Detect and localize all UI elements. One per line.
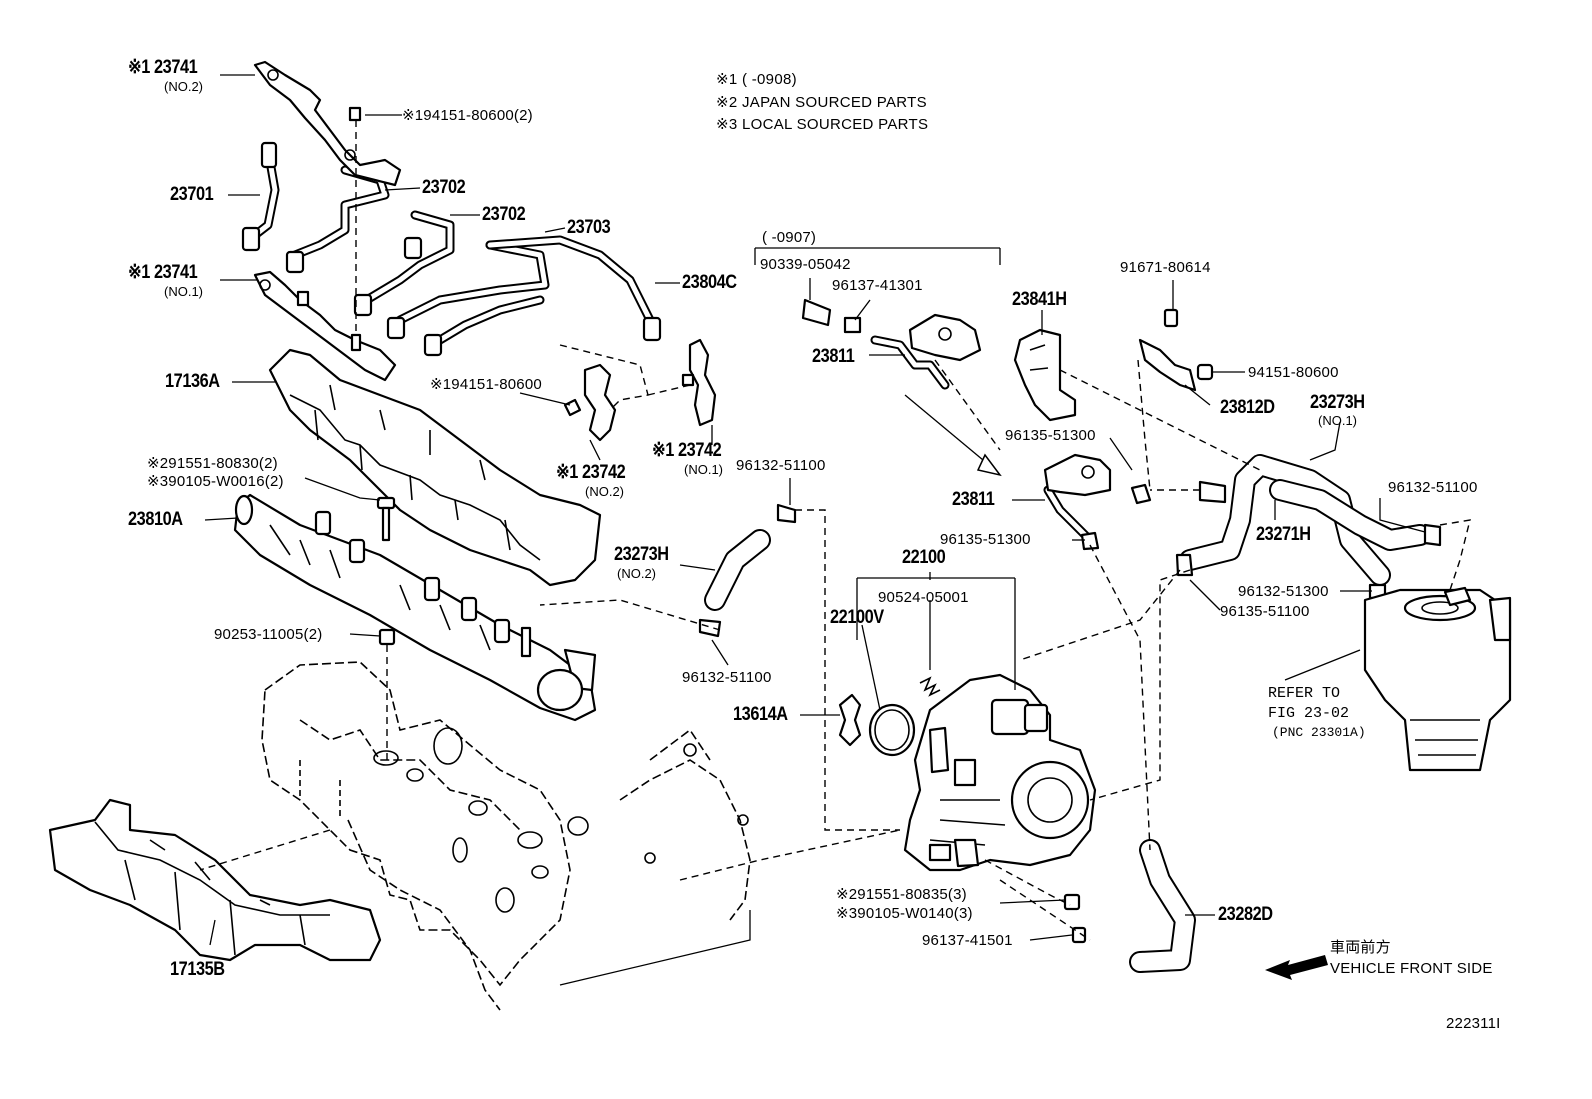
assembly-arrow <box>904 394 1002 477</box>
intake-cover-lower <box>48 798 382 962</box>
front-label-jp: 車両前方 <box>1330 939 1391 956</box>
label-23742-no2-sub: (NO.2) <box>585 484 624 499</box>
engine-block <box>261 661 751 1011</box>
refer-line-2: FIG 23-02 <box>1268 705 1350 722</box>
front-label-en: VEHICLE FRONT SIDE <box>1330 960 1493 977</box>
fuel-hoses <box>698 454 1442 973</box>
label-23702-a: 23702 <box>422 177 466 198</box>
note-1: ※1 ( -0908) <box>716 71 797 88</box>
group-brackets <box>754 247 1016 711</box>
label-23804C: 23804C <box>682 272 737 293</box>
label-23741-no1-sub: (NO.1) <box>164 284 203 299</box>
label-23810A: 23810A <box>128 509 183 530</box>
common-rail <box>233 493 597 722</box>
label-96135-51100: 96135-51100 <box>1220 603 1310 620</box>
label-23741-no2-sub: (NO.2) <box>164 79 203 94</box>
label-96132-51100-b: 96132-51100 <box>682 669 772 686</box>
label-23741-no2: ※1 23741 <box>128 57 198 78</box>
label-22100V: 22100V <box>830 607 884 628</box>
label-23273H-no2: 23273H <box>614 544 669 565</box>
label-291551-80835: ※291551-80835(3) <box>836 886 967 903</box>
label-23812D: 23812D <box>1220 397 1275 418</box>
label-96132-51300: 96132-51300 <box>1238 583 1329 600</box>
supply-pump <box>838 673 1097 944</box>
bolt-90253 <box>376 496 396 760</box>
label-23271H: 23271H <box>1256 524 1311 545</box>
label-23282D: 23282D <box>1218 904 1273 925</box>
label-23703: 23703 <box>567 217 611 238</box>
fuel-filter <box>1363 586 1512 772</box>
label-96137-41501: 96137-41501 <box>922 932 1013 949</box>
label-23742-no2: ※1 23742 <box>556 462 626 483</box>
label-13614A: 13614A <box>733 704 788 725</box>
label-23841H: 23841H <box>1012 289 1067 310</box>
label-96132-51100-a: 96132-51100 <box>736 457 826 474</box>
label-23273H-no1-sub: (NO.1) <box>1318 413 1357 428</box>
label-23741-no1: ※1 23741 <box>128 262 198 283</box>
note-3: ※3 LOCAL SOURCED PARTS <box>716 116 929 133</box>
label-23273H-no2-sub: (NO.2) <box>617 566 656 581</box>
intake-cover-upper <box>268 348 602 587</box>
label-91671-80614: 91671-80614 <box>1120 259 1211 276</box>
label-194151-b: ※194151-80600 <box>430 376 542 393</box>
label-23811-a: 23811 <box>812 346 855 367</box>
label-23273H-no1: 23273H <box>1310 392 1365 413</box>
bracket-note: ( -0907) <box>762 229 817 246</box>
label-96135-51300-b: 96135-51300 <box>940 531 1031 548</box>
label-96137-41301: 96137-41301 <box>832 277 923 294</box>
leader-lines <box>204 74 1426 946</box>
label-23701: 23701 <box>170 184 214 205</box>
label-194151-a: ※194151-80600(2) <box>402 107 533 124</box>
dashed-connections <box>199 359 1471 941</box>
label-23811-b: 23811 <box>952 489 995 510</box>
label-291551-80830: ※291551-80830(2) <box>147 455 278 472</box>
label-23742-no1: ※1 23742 <box>652 440 722 461</box>
label-90253-11005: 90253-11005(2) <box>214 626 323 643</box>
refer-line-1: REFER TO <box>1268 685 1341 702</box>
leak-off-pipes <box>801 298 1214 551</box>
label-23702-b: 23702 <box>482 204 526 225</box>
refer-line-3: (PNC 23301A) <box>1272 725 1366 740</box>
label-96135-51300-a: 96135-51300 <box>1005 427 1096 444</box>
note-2: ※2 JAPAN SOURCED PARTS <box>716 94 927 111</box>
vehicle-front-arrow <box>1265 955 1328 980</box>
label-17136A: 17136A <box>165 371 220 392</box>
label-90524-05001: 90524-05001 <box>878 589 969 606</box>
label-390105-W0016: ※390105-W0016(2) <box>147 473 284 490</box>
label-90339-05042: 90339-05042 <box>760 256 851 273</box>
label-23742-no1-sub: (NO.1) <box>684 462 723 477</box>
pipe-clamps <box>253 60 717 442</box>
label-96132-51100-c: 96132-51100 <box>1388 479 1478 496</box>
label-94151-80600: 94151-80600 <box>1248 364 1339 381</box>
label-390105-W0140: ※390105-W0140(3) <box>836 905 973 922</box>
label-17135B: 17135B <box>170 959 225 980</box>
label-22100: 22100 <box>902 547 946 568</box>
figure-id: 222311I <box>1446 1015 1501 1032</box>
